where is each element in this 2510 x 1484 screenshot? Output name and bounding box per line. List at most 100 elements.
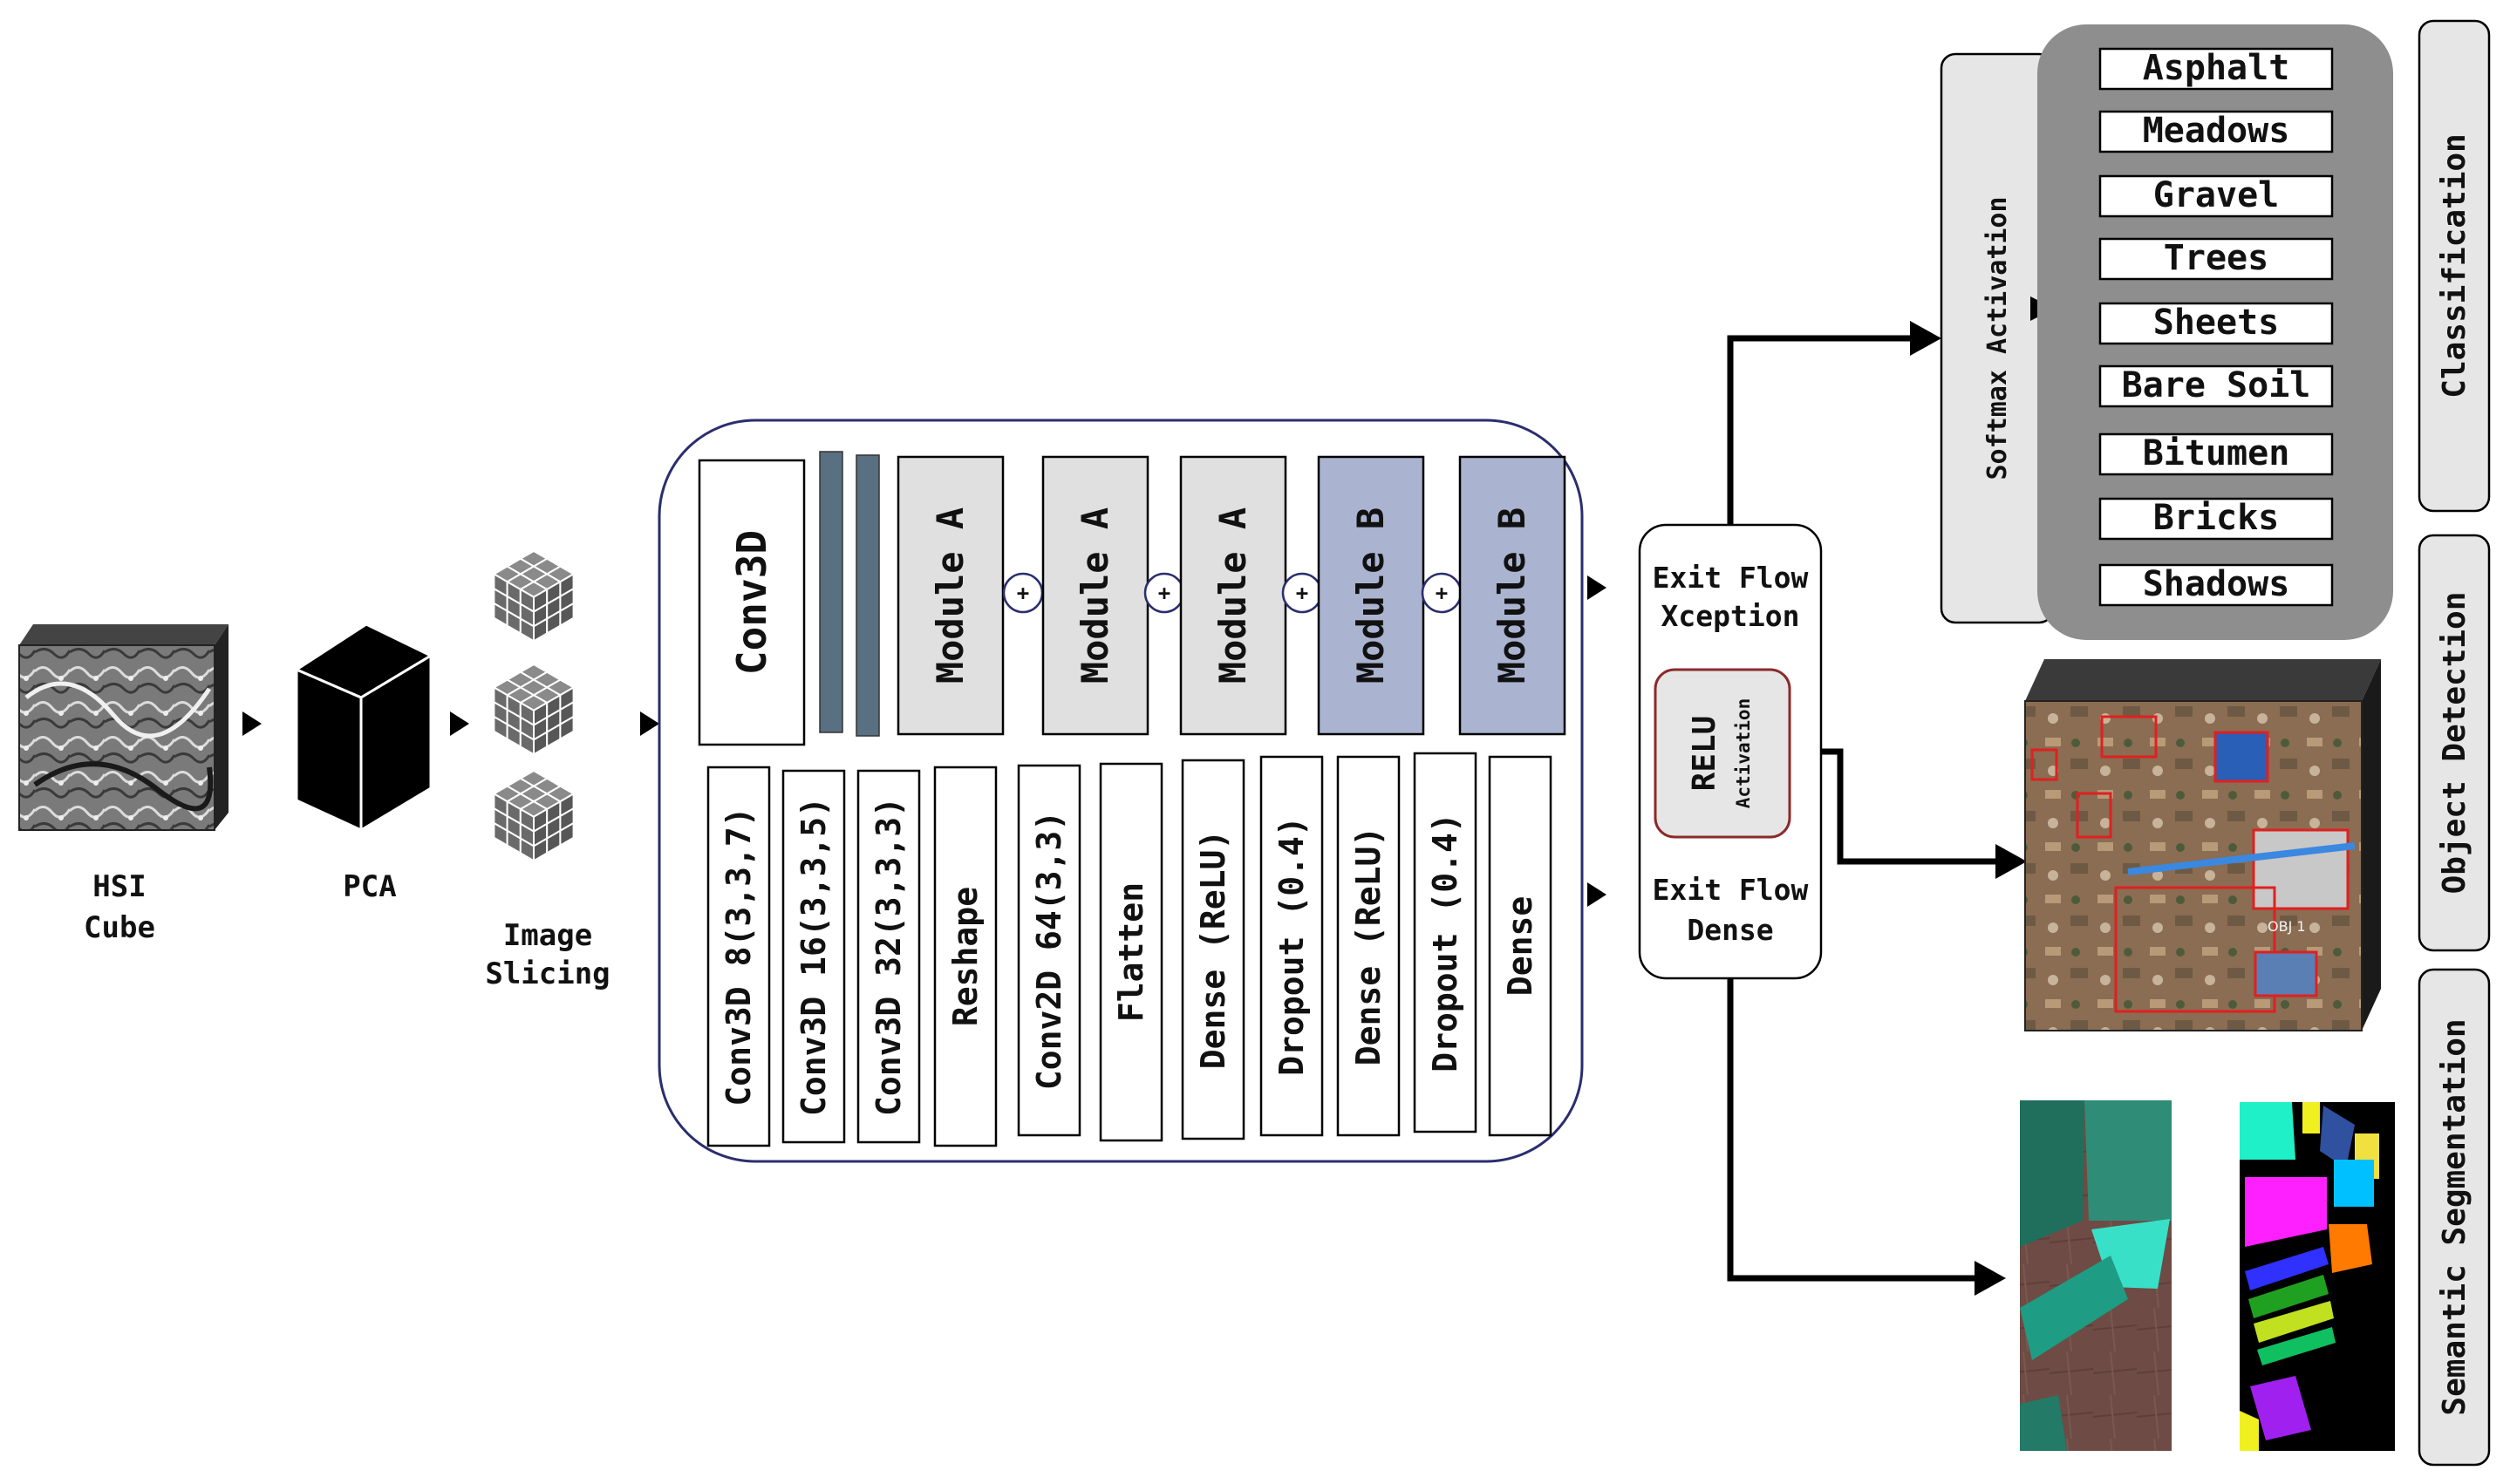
- layer-block: [933, 766, 998, 1147]
- connector-to-classification: [1727, 335, 1913, 525]
- add-symbol: +: [1296, 581, 1308, 605]
- class-item-label: Trees: [2164, 238, 2268, 278]
- slice-cube: [492, 769, 576, 862]
- arrow-to-softmax: [1910, 321, 1941, 356]
- module-block: [1179, 455, 1287, 736]
- class-item-label: Asphalt: [2143, 48, 2290, 88]
- layer-block-label: Dropout (0.4): [1426, 813, 1464, 1072]
- layer-block-label: Conv3D 8(3,3,7): [720, 807, 758, 1106]
- layer-block-label: Flatten: [1112, 882, 1150, 1022]
- class-item-label: Bricks: [2153, 498, 2280, 538]
- layer-block-label: Reshape: [946, 887, 985, 1026]
- layer-block: [1181, 759, 1245, 1140]
- add-symbol: +: [1017, 581, 1029, 605]
- slice-cube: [492, 663, 576, 756]
- hsi-label-2: Cube: [84, 910, 155, 945]
- relu-sub-label: Activation: [1733, 698, 1754, 808]
- slicing-label-2: Slicing: [485, 956, 610, 991]
- layer-block-label: Dropout (0.4): [1272, 816, 1311, 1075]
- class-item: [2098, 563, 2334, 607]
- add-symbol: +: [1158, 581, 1170, 605]
- task-segmentation-box: [2418, 968, 2491, 1467]
- layer-block: [1413, 752, 1477, 1133]
- exit-xception-line1: Exit Flow: [1653, 561, 1809, 595]
- conv3d-block: [698, 459, 806, 746]
- layer-block-label: Dense: [1501, 896, 1539, 996]
- layer-block: [706, 766, 771, 1147]
- feature-bar-2: [856, 454, 880, 737]
- exit-dense-line2: Dense: [1687, 913, 1773, 947]
- layer-block: [856, 769, 921, 1144]
- module-block-label: Module A: [1211, 507, 1254, 684]
- task-classification-box: [2418, 19, 2491, 513]
- relu-activation-box: [1654, 668, 1791, 839]
- class-item-label: Bare Soil: [2122, 365, 2311, 405]
- pca-cube-icon: [293, 623, 434, 833]
- layer-block: [1017, 764, 1081, 1137]
- class-item-label: Shadows: [2143, 564, 2290, 604]
- class-item: [2098, 47, 2334, 91]
- softmax-label: Softmax Activation: [1982, 196, 2013, 480]
- object-detection-image: OBJ 1: [2024, 659, 2381, 1031]
- class-item: [2098, 364, 2334, 408]
- slicing-label-1: Image: [503, 918, 592, 953]
- class-item: [2098, 174, 2334, 218]
- layer-block: [781, 769, 846, 1144]
- arrow-to-segmentation: [1975, 1261, 2006, 1296]
- class-item: [2098, 237, 2334, 281]
- image-slicing-cubes: [492, 549, 576, 862]
- layer-block-label: Conv2D 64(3,3): [1030, 811, 1068, 1090]
- add-symbol: +: [1436, 581, 1448, 605]
- layer-block-label: Conv3D 32(3,3,3): [870, 797, 908, 1116]
- task-detection-label: Object Detection: [2437, 592, 2472, 895]
- module-block-label: Module A: [1074, 507, 1116, 684]
- class-item-label: Meadows: [2143, 111, 2290, 151]
- hsi-cube-image: [18, 624, 228, 831]
- layer-block-label: Conv3D 16(3,3,5): [795, 797, 833, 1116]
- layer-block: [1336, 755, 1401, 1137]
- layer-block: [1488, 755, 1552, 1137]
- class-item: [2098, 432, 2334, 476]
- pca-label: PCA: [343, 869, 396, 904]
- class-item: [2098, 497, 2334, 541]
- layer-row: Conv3D 8(3,3,7) Conv3D 16(3,3,5) Conv3D 32…: [706, 752, 1552, 1147]
- segmentation-output-image: [2240, 1102, 2395, 1451]
- relu-label: RELU: [1687, 716, 1722, 792]
- module-block-label: Module B: [1349, 507, 1392, 684]
- exit-xception-line2: Xception: [1661, 599, 1800, 633]
- task-detection-box: [2418, 534, 2491, 952]
- class-item-label: Sheets: [2153, 303, 2280, 343]
- arrow-hsi-to-pca: [242, 711, 262, 736]
- arrow-to-exit-dense: [1587, 882, 1606, 907]
- exit-dense-line1: Exit Flow: [1653, 873, 1809, 907]
- layer-block-label: Dense (ReLU): [1349, 827, 1388, 1066]
- module-row: Module A + Module A + Module A + Module B + Modu…: [897, 455, 1566, 736]
- detection-label: OBJ 1: [2268, 918, 2306, 935]
- slice-cube: [492, 549, 576, 643]
- class-item-label: Gravel: [2153, 175, 2280, 215]
- class-item-label: Bitumen: [2143, 433, 2290, 473]
- feature-bar-1: [819, 451, 843, 733]
- layer-block: [1259, 755, 1324, 1137]
- hsi-label-1: HSI: [92, 869, 146, 904]
- arrow-to-detection: [1995, 844, 2027, 879]
- class-item: [2098, 110, 2334, 153]
- module-block-label: Module A: [929, 507, 972, 684]
- module-block-label: Module B: [1490, 507, 1533, 684]
- conv3d-block-label: Conv3D: [728, 530, 775, 675]
- arrow-pca-to-slicing: [450, 711, 469, 736]
- module-block: [897, 455, 1005, 736]
- arrow-to-exit-xception: [1587, 575, 1606, 600]
- layer-block: [1099, 762, 1163, 1142]
- module-block: [1458, 455, 1566, 736]
- module-block: [1317, 455, 1425, 736]
- segmentation-input-image: [2020, 1100, 2172, 1451]
- class-item: [2098, 302, 2334, 345]
- connector-to-detection: [1821, 748, 1999, 865]
- arrow-slicing-to-network: [640, 711, 659, 736]
- connector-to-segmentation: [1727, 978, 1978, 1282]
- task-segmentation-label: Semantic Segmentation: [2437, 1018, 2472, 1415]
- module-block: [1041, 455, 1149, 736]
